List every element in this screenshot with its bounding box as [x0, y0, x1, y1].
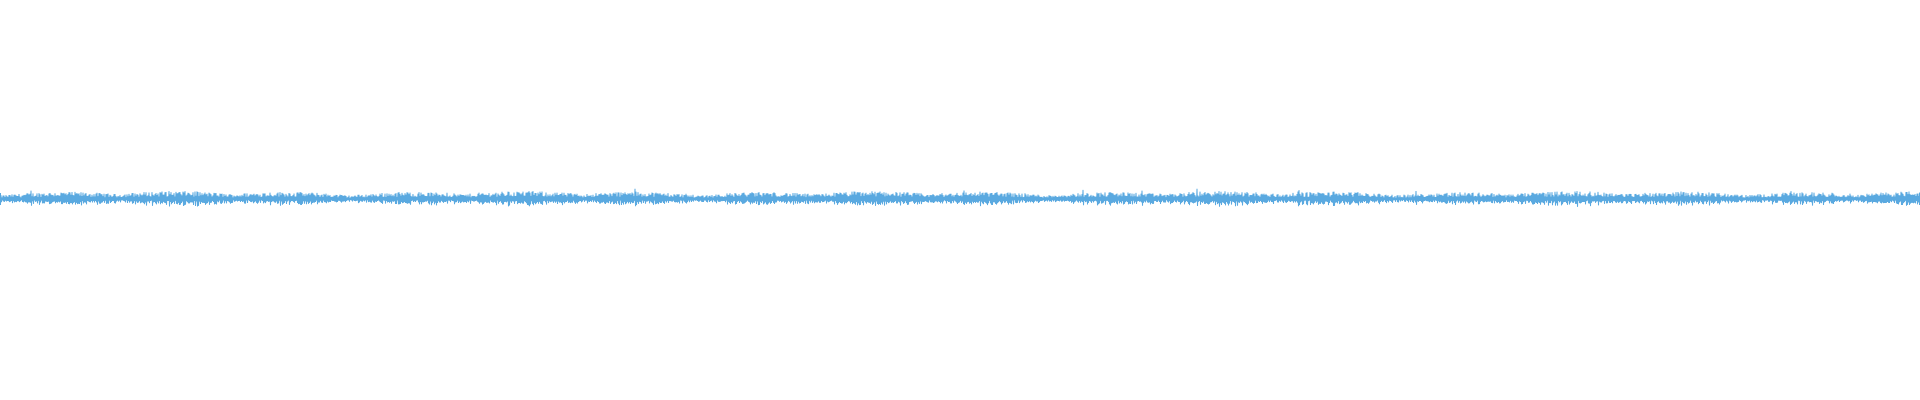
waveform-path: [0, 188, 1920, 207]
